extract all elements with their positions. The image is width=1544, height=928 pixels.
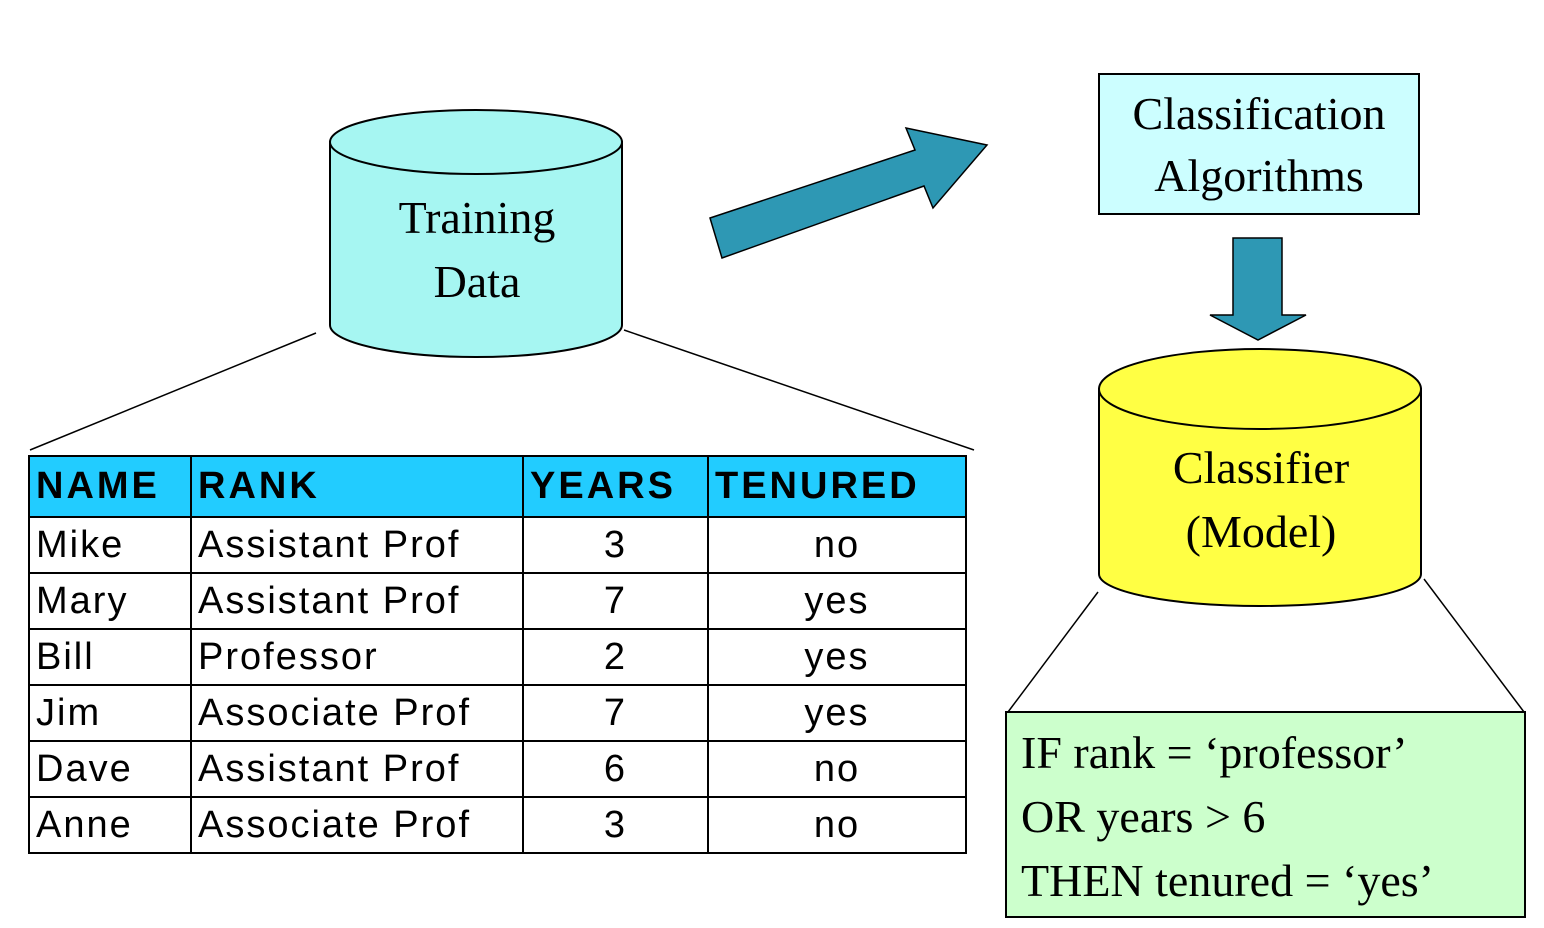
cell-years: 2 <box>522 628 709 686</box>
training-data-cylinder <box>329 109 623 358</box>
table-row: Mike Assistant Prof 3 no <box>28 516 967 574</box>
cell-years: 3 <box>522 796 709 854</box>
cell-tenured: yes <box>707 684 967 742</box>
algorithms-label-line2: Algorithms <box>1154 150 1364 201</box>
cell-tenured: yes <box>707 572 967 630</box>
cell-tenured: no <box>707 516 967 574</box>
cell-tenured: yes <box>707 628 967 686</box>
cell-years: 3 <box>522 516 709 574</box>
arrow-to-algorithms <box>709 126 989 259</box>
table-row: Dave Assistant Prof 6 no <box>28 740 967 798</box>
cell-rank: Assistant Prof <box>190 740 524 798</box>
classification-algorithms-box: Classification Algorithms <box>1098 73 1420 215</box>
arrow-to-classifier <box>1209 237 1307 341</box>
cell-name: Dave <box>28 740 192 798</box>
cell-rank: Associate Prof <box>190 796 524 854</box>
classifier-cylinder <box>1098 348 1422 607</box>
header-years: YEARS <box>522 455 709 518</box>
cell-tenured: no <box>707 740 967 798</box>
classifier-label-line1: Classifier <box>1172 442 1350 493</box>
cell-rank: Professor <box>190 628 524 686</box>
cell-name: Anne <box>28 796 192 854</box>
classifier-label-line2: (Model) <box>1185 506 1337 557</box>
algorithms-label-line1: Classification <box>1132 88 1386 139</box>
training-zoom-line-left <box>29 332 317 451</box>
cell-name: Mary <box>28 572 192 630</box>
cell-name: Mike <box>28 516 192 574</box>
cell-name: Jim <box>28 684 192 742</box>
header-rank: RANK <box>190 455 524 518</box>
classifier-zoom-line-left <box>1007 591 1099 713</box>
table-row: Bill Professor 2 yes <box>28 628 967 686</box>
training-data-label: Training Data <box>332 186 622 314</box>
table-header-row: NAME RANK YEARS TENURED <box>28 455 967 518</box>
header-tenured: TENURED <box>707 455 967 518</box>
cell-years: 7 <box>522 572 709 630</box>
rule-line1: IF rank = ‘professor’ <box>1021 727 1408 778</box>
table-row: Anne Associate Prof 3 no <box>28 796 967 854</box>
training-zoom-line-right <box>623 329 975 451</box>
classifier-zoom-line-right <box>1423 578 1525 713</box>
cell-years: 7 <box>522 684 709 742</box>
classifier-rule-box: IF rank = ‘professor’ OR years > 6 THEN … <box>1005 711 1526 918</box>
training-data-label-line2: Data <box>433 256 521 307</box>
cell-rank: Associate Prof <box>190 684 524 742</box>
cell-rank: Assistant Prof <box>190 516 524 574</box>
rule-line2: OR years > 6 <box>1021 791 1266 842</box>
training-data-label-line1: Training <box>398 192 556 243</box>
classifier-label: Classifier (Model) <box>1100 436 1422 564</box>
header-name: NAME <box>28 455 192 518</box>
table-row: Mary Assistant Prof 7 yes <box>28 572 967 630</box>
table-row: Jim Associate Prof 7 yes <box>28 684 967 742</box>
cell-years: 6 <box>522 740 709 798</box>
cell-rank: Assistant Prof <box>190 572 524 630</box>
cell-tenured: no <box>707 796 967 854</box>
cell-name: Bill <box>28 628 192 686</box>
training-data-table: NAME RANK YEARS TENURED Mike Assistant P… <box>28 455 967 854</box>
rule-line3: THEN tenured = ‘yes’ <box>1021 855 1434 906</box>
